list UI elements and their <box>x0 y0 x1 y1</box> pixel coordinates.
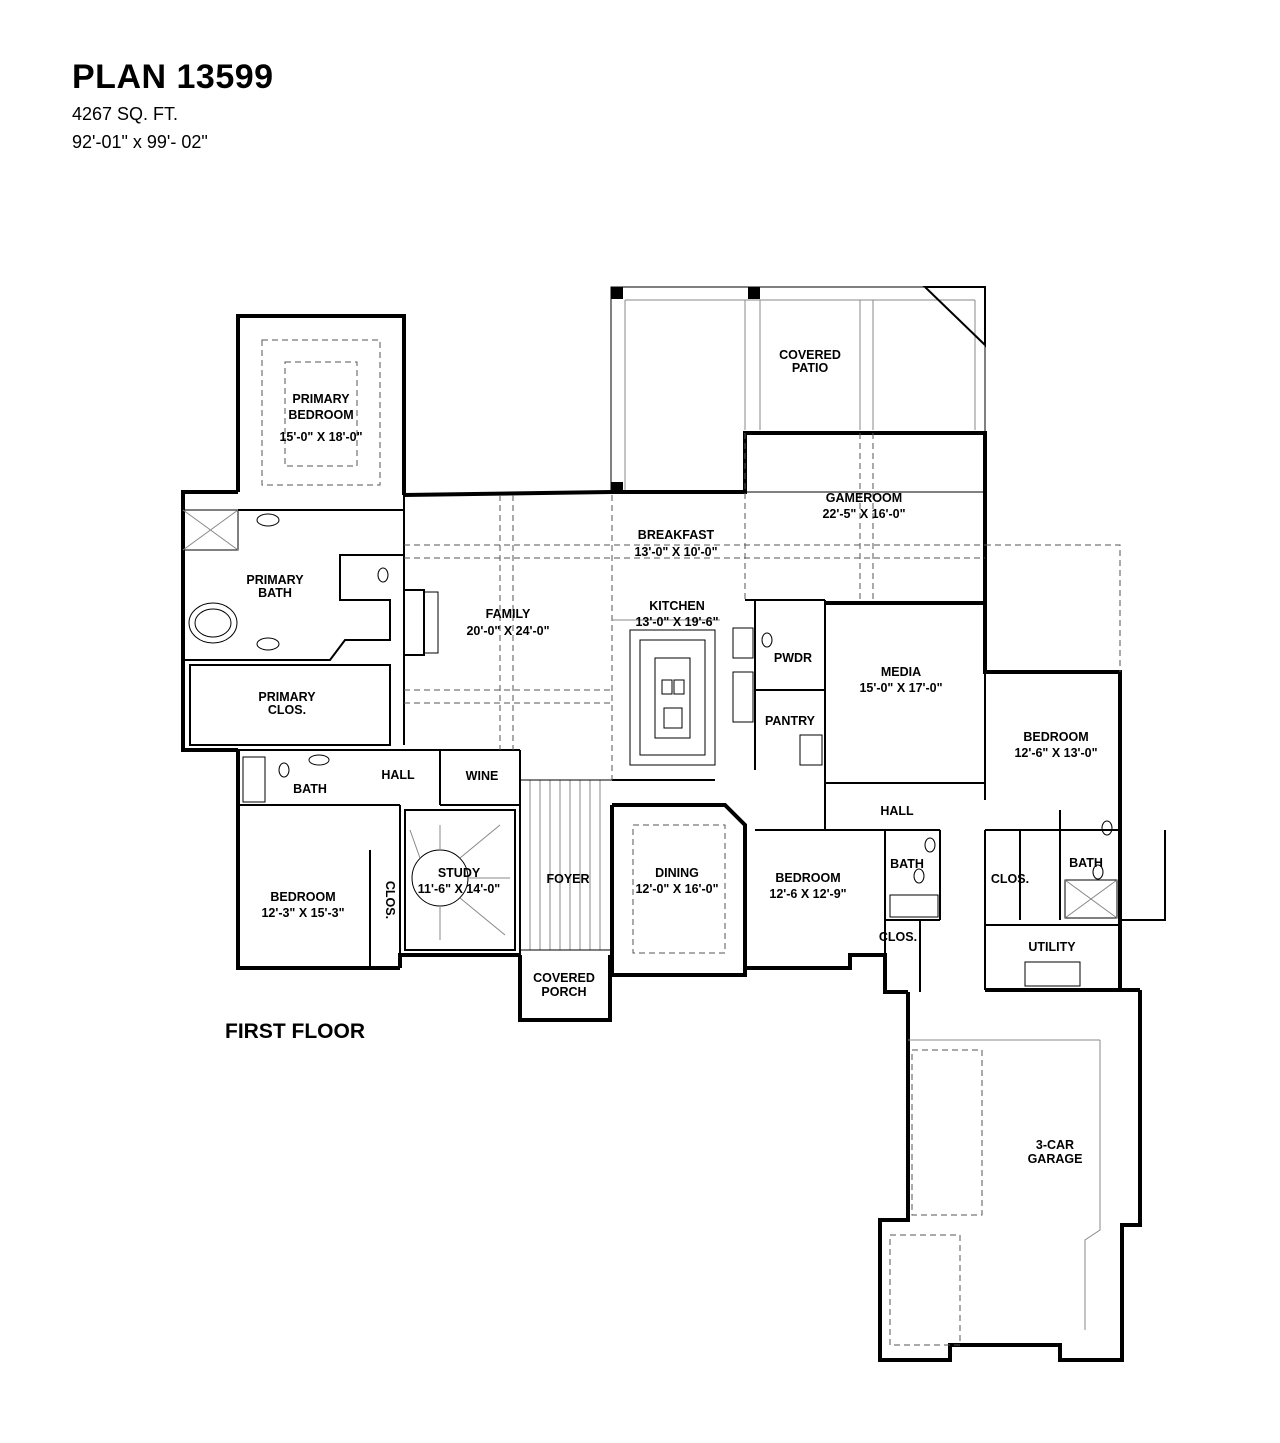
ceiling-lines <box>261 339 1121 1346</box>
bath-left-label: BATH <box>293 782 327 796</box>
covered-porch-label-2: PORCH <box>541 985 586 999</box>
family-size: 20'-0" X 24'-0" <box>466 624 549 638</box>
primary-closet-label-2: CLOS. <box>268 703 306 717</box>
bedroom-right-size: 12'-6" X 13'-0" <box>1014 746 1097 760</box>
primary-bedroom-label: PRIMARY <box>292 392 350 406</box>
foyer-tile-pattern <box>520 779 612 951</box>
breakfast-label: BREAKFAST <box>638 528 715 542</box>
clos-right-label: CLOS. <box>991 872 1029 886</box>
bath-mid-label: BATH <box>890 857 924 871</box>
gameroom-label: GAMEROOM <box>826 491 902 505</box>
covered-patio-label-2: PATIO <box>792 361 829 375</box>
kitchen-island <box>612 619 754 766</box>
bedroom-mid-size: 12'-6 X 12'-9" <box>769 887 846 901</box>
pantry-label: PANTRY <box>765 714 816 728</box>
clos-mid-label: CLOS. <box>879 930 917 944</box>
bedroom-left-size: 12'-3" X 15'-3" <box>261 906 344 920</box>
utility-label: UTILITY <box>1028 940 1076 954</box>
bedroom-right-label: BEDROOM <box>1023 730 1088 744</box>
covered-patio-structure <box>610 286 986 494</box>
garage-label: 3-CAR <box>1036 1138 1074 1152</box>
primary-bedroom-label-2: BEDROOM <box>288 408 353 422</box>
study-stairs <box>404 809 516 951</box>
plan-title: PLAN 13599 <box>72 58 274 96</box>
fixtures <box>182 509 1118 987</box>
floor-label: FIRST FLOOR <box>225 1020 365 1043</box>
primary-closet-label: PRIMARY <box>258 690 316 704</box>
square-footage: 4267 SQ. FT. <box>72 104 179 124</box>
study-size: 11'-6" X 14'-0" <box>418 882 501 896</box>
media-size: 15'-0" X 17'-0" <box>859 681 942 695</box>
garage-label-2: GARAGE <box>1028 1152 1083 1166</box>
exterior-walls <box>181 314 1166 1362</box>
room-labels: PRIMARY BEDROOM 15'-0" X 18'-0" PRIMARY … <box>225 348 1103 1166</box>
bath-right-label: BATH <box>1069 856 1103 870</box>
gameroom-size: 22'-5" X 16'-0" <box>822 507 905 521</box>
covered-porch-label: COVERED <box>533 971 595 985</box>
media-label: MEDIA <box>881 665 921 679</box>
wine-label: WINE <box>466 769 499 783</box>
bedroom-mid-label: BEDROOM <box>775 871 840 885</box>
kitchen-size: 13'-0" X 19'-6" <box>635 615 718 629</box>
covered-patio-label: COVERED <box>779 348 841 362</box>
primary-bath-label-2: BATH <box>258 586 292 600</box>
primary-bath-label: PRIMARY <box>246 573 304 587</box>
kitchen-label: KITCHEN <box>649 599 705 613</box>
fireplace <box>403 589 439 656</box>
hall-right-label: HALL <box>880 804 914 818</box>
clos-left-label: CLOS. <box>383 881 397 919</box>
overall-dimensions: 92'-01" x 99'- 02" <box>72 132 208 152</box>
hall-left-label: HALL <box>381 768 415 782</box>
bedroom-left-label: BEDROOM <box>270 890 335 904</box>
primary-bedroom-size: 15'-0" X 18'-0" <box>279 430 362 444</box>
study-label: STUDY <box>438 866 481 880</box>
dining-size: 12'-0" X 16'-0" <box>635 882 718 896</box>
breakfast-size: 13'-0" X 10'-0" <box>634 545 717 559</box>
foyer-label: FOYER <box>546 872 589 886</box>
pwdr-label: PWDR <box>774 651 812 665</box>
dining-label: DINING <box>655 866 699 880</box>
family-label: FAMILY <box>486 607 531 621</box>
